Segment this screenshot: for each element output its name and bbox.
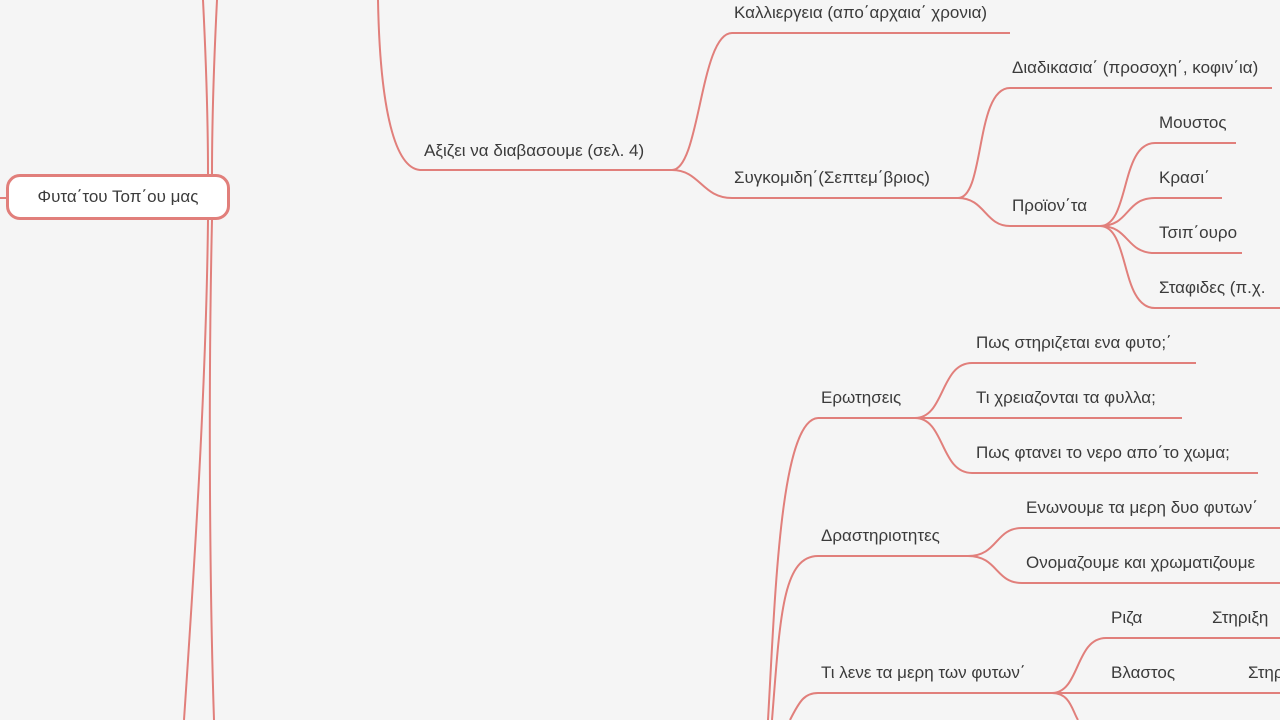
connector-lower-trunk-c (789, 692, 819, 720)
connector-product-4 (1099, 225, 1280, 309)
node-activity-item[interactable]: Ονομαζουμε και χρωματιζουμε (1026, 553, 1256, 572)
connector-spine-right (211, 0, 218, 175)
connector-spine-down-left (183, 219, 209, 720)
node-question-item[interactable]: Τι χρειαζονται τα φυλλα; (976, 388, 1156, 407)
node-product-item[interactable]: Μουστος (1159, 113, 1227, 132)
node-part-detail[interactable]: Στηριξη (1212, 608, 1269, 627)
node-part-detail[interactable]: Στηρ (1248, 663, 1280, 682)
connector-product-1 (1099, 142, 1236, 227)
connector-process (957, 87, 1272, 199)
connector-question-3 (914, 417, 1258, 474)
connector-activity-2 (967, 555, 1280, 584)
connector-product-2 (1099, 197, 1222, 227)
connector-products (957, 197, 1100, 227)
connector-lower-trunk-a (767, 417, 819, 720)
node-parts[interactable]: Τι λενε τα μερη των φυτων΄ (821, 663, 1026, 682)
node-process[interactable]: Διαδικασια΄ (προσοχη΄, κοφιν΄ια) (1012, 58, 1259, 77)
connector-harvest (671, 169, 958, 199)
node-part-item[interactable]: Ριζα (1111, 608, 1143, 627)
node-part-item[interactable]: Βλαστος (1111, 663, 1176, 682)
node-question-item[interactable]: Πως φτανει το νερο απο΄το χωμα; (976, 443, 1230, 462)
connector-part-3 (1051, 692, 1079, 720)
node-harvest[interactable]: Συγκομιδη΄(Σεπτεμ΄βριος) (734, 168, 930, 187)
node-question-item[interactable]: Πως στηριζεται ενα φυτο;΄ (976, 333, 1172, 352)
node-read[interactable]: Αξιζει να διαβασουμε (σελ. 4) (424, 141, 645, 160)
node-product-item[interactable]: Σταφιδες (π.χ. (1159, 278, 1266, 297)
root-node[interactable]: Φυτα΄του Τοπ΄ου μας (6, 174, 230, 220)
connector-product-3 (1099, 225, 1242, 254)
node-activities[interactable]: Δραστηριοτητες (821, 526, 940, 545)
connector-activity-1 (967, 527, 1280, 557)
node-questions[interactable]: Ερωτησεις (821, 388, 902, 407)
node-products[interactable]: Προϊον΄τα (1012, 196, 1088, 215)
connector-part-1 (1051, 637, 1280, 694)
node-product-item[interactable]: Κρασι΄ (1159, 168, 1210, 187)
connector-cultivation (671, 32, 1010, 171)
connector-lower-trunk-b (771, 555, 819, 720)
node-activity-item[interactable]: Ενωνουμε τα μερη δυο φυτων΄ (1026, 498, 1258, 517)
connector-question-1 (914, 362, 1196, 419)
connector-spine-left (202, 0, 209, 175)
connector-read (377, 0, 672, 171)
node-product-item[interactable]: Τσιπ΄ουρο (1159, 223, 1238, 242)
connector-spine-down-right (208, 219, 215, 720)
node-cultivation[interactable]: Καλλιεργεια (απο΄αρχαια΄ χρονια) (734, 3, 988, 22)
